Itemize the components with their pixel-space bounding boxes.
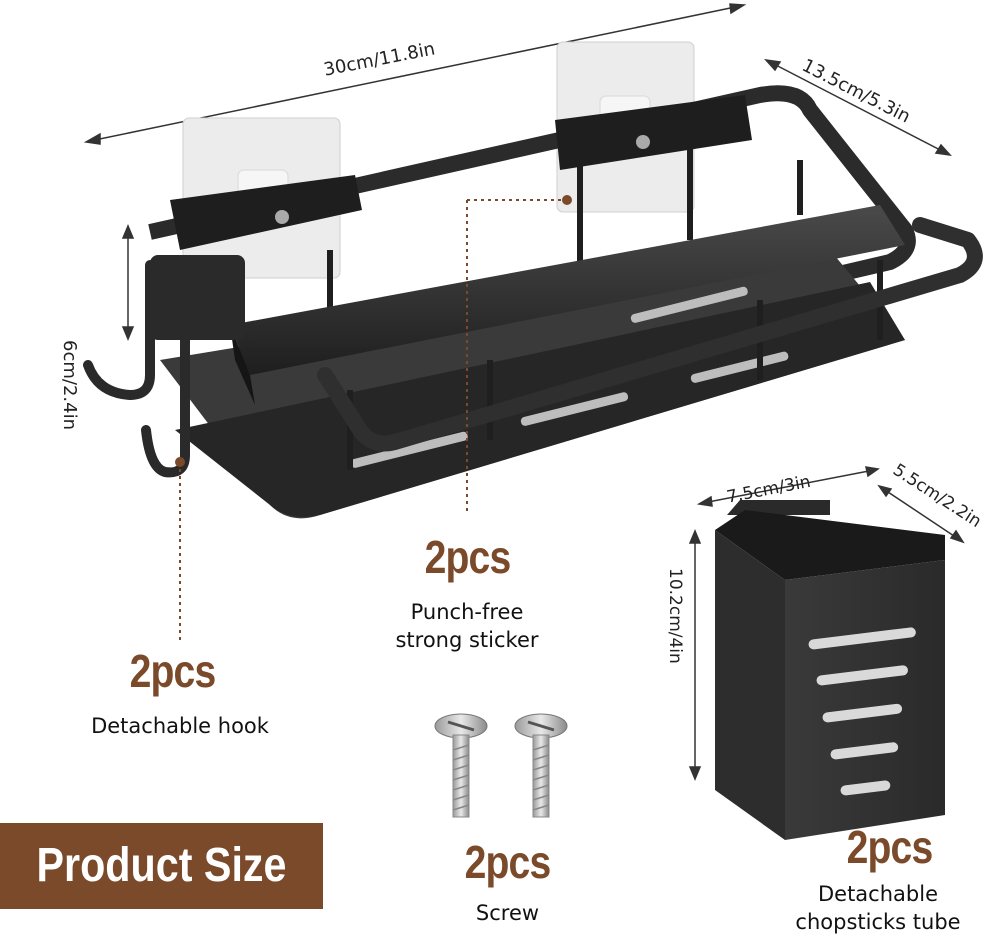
tube-quantity: 2pcs: [846, 821, 934, 873]
screw-caption: Screw: [475, 901, 540, 925]
screw-1: [434, 713, 488, 818]
sticker-quantity: 2pcs: [424, 531, 512, 583]
screw-quantity: 2pcs: [464, 836, 552, 888]
tube-height-label: 10.2cm/4in: [665, 568, 685, 664]
depth-dimension-arrow: [764, 58, 952, 157]
shelf-basket: [148, 85, 983, 519]
chopsticks-tube: [715, 500, 945, 840]
tube-caption-line1: Detachable: [817, 882, 938, 906]
tube-width-arrow: [696, 466, 880, 507]
sticker-leader-line: [466, 195, 572, 515]
height-label: 6cm/2.4in: [59, 340, 80, 430]
sticker-caption-line1: Punch-free: [410, 600, 524, 624]
sticker-caption-line2: strong sticker: [395, 628, 539, 652]
hook-quantity: 2pcs: [129, 645, 217, 697]
hook-leader-line: [175, 457, 185, 640]
height-dimension-arrow: [121, 224, 135, 341]
product-size-banner: Product Size: [0, 823, 323, 909]
hook-caption: Detachable hook: [91, 714, 269, 738]
screw-2: [514, 713, 568, 818]
tube-height-arrow: [688, 529, 702, 781]
tube-depth-arrow: [877, 484, 965, 544]
product-size-banner-text: Product Size: [36, 839, 287, 892]
tube-caption-line2: chopsticks tube: [795, 910, 961, 934]
